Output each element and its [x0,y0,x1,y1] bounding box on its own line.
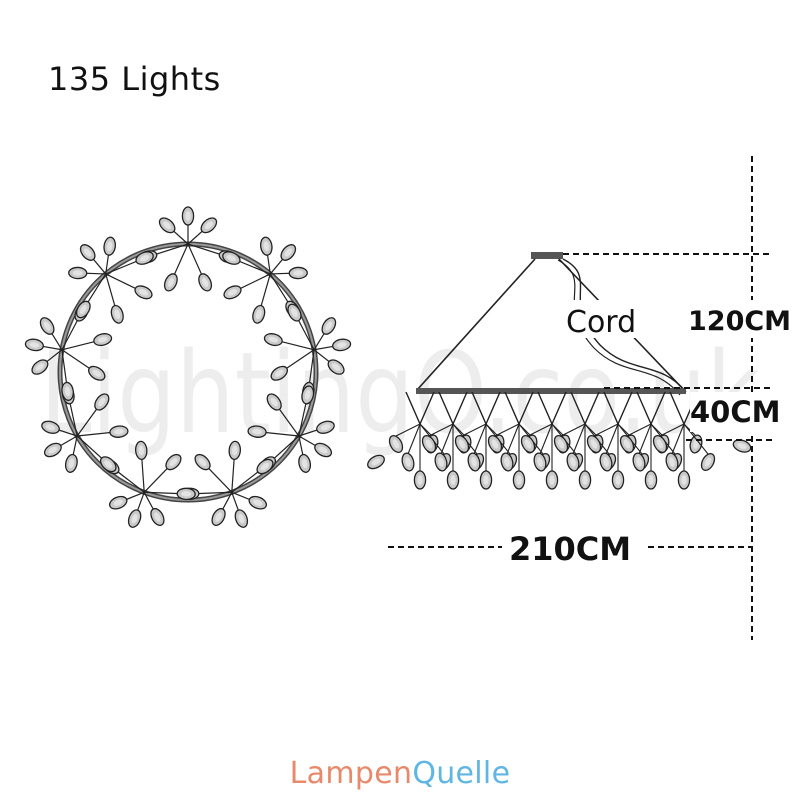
bulb-icon [280,244,297,261]
bulb-icon [266,393,282,411]
bulb-icon [135,251,154,265]
bulb-icon [500,452,514,472]
bulb-icon [99,456,117,473]
bulb-icon [252,304,266,324]
bulb-icon [632,452,646,472]
bulb-icon [479,470,493,490]
top-view [24,206,352,528]
bulb-icon [578,470,592,490]
bulb-icon [127,509,142,528]
bulb-icon [732,439,752,453]
bulb-icon [316,420,335,434]
bulb-icon [421,434,437,454]
bulb-icon [270,365,288,381]
brand-logo: LampenQuelle [0,756,800,791]
bulb-icon [314,442,333,458]
bulb-icon [454,434,470,454]
bulb-icon [367,454,385,470]
brand-part-1: Lampen [289,756,413,791]
bulb-icon [259,236,273,256]
cord-label: Cord [566,305,636,340]
bulb-icon [388,434,404,454]
suspension-wire-left [416,258,536,391]
bulb-icon [298,453,312,473]
bulb-icon [31,359,49,375]
bulb-icon [134,440,148,461]
brand-part-2: Quelle [412,756,511,791]
bulb-icon [677,470,691,490]
bulb-icon [512,470,526,490]
bulb-icon [644,470,658,490]
bulb-icon [619,434,635,454]
bulb-icon [75,300,91,319]
ceiling-canopy [531,252,563,259]
bulb-icon [599,452,613,472]
bulb-icon [652,434,668,454]
bulb-icon [332,338,352,352]
bulb-icon [223,285,242,300]
bulb-icon [222,251,241,265]
bulb-icon [487,434,503,454]
bulb-icon [247,425,267,438]
body-height-label: 40CM [690,395,781,429]
bulb-icon [198,273,213,292]
bulb-icon [176,487,196,501]
bulb-icon [467,452,481,472]
bulb-icon [200,217,218,234]
bulb-icon [68,266,88,280]
width-label: 210CM [509,530,631,568]
bulb-icon [211,507,226,526]
bulb-icon [88,365,106,381]
bulb-icon [108,495,128,510]
bulb-icon [700,452,716,472]
bulb-icon [256,458,274,475]
bulb-icon [327,359,345,375]
bulb-icon [103,236,117,256]
bulb-icon [287,303,302,322]
bulb-icon [39,317,55,335]
side-view: Cord 120CM 40CM 210CM [367,156,794,640]
page-title: 135 Lights [48,60,221,98]
bulb-icon [41,420,60,434]
bulb-icon [163,273,178,292]
bulb-icon [79,244,96,261]
bulb-icon [194,453,211,471]
bulb-icon [64,453,78,473]
bulb-icon [520,434,536,454]
bulb-icon [24,338,44,352]
bulb-icon [181,206,195,226]
bulb-icon [61,381,74,401]
bulb-icon [301,385,315,405]
bulb-icon [586,434,602,454]
bulb-icon [413,470,427,490]
bulb-icon [158,217,176,234]
bulb-icon [434,452,448,472]
bulb-icon [545,470,559,490]
bulb-icon [566,452,580,472]
bulb-icon [611,470,625,490]
bulb-icon [401,452,415,472]
bulb-icon [665,452,679,472]
bulb-icon [134,285,153,300]
ring-profile [416,388,686,394]
power-cord [562,258,687,393]
bulb-icon [228,440,242,461]
bulb-icon [288,266,308,280]
bulb-icon [110,304,124,324]
bulb-icon [248,495,268,510]
bulb-icon [533,452,547,472]
bulb-icon [165,453,182,471]
bulb-icon [94,393,110,411]
bulb-icon [43,442,62,458]
bulb-icon [553,434,569,454]
bulb-icon [93,333,113,347]
bulb-icon [321,317,337,335]
bulb-icon [446,470,460,490]
cord-height-label: 120CM [688,306,791,337]
bulb-icon [234,509,249,528]
bulb-icon [109,425,129,438]
bulb-icon [150,507,165,526]
bulb-icon [263,333,283,347]
